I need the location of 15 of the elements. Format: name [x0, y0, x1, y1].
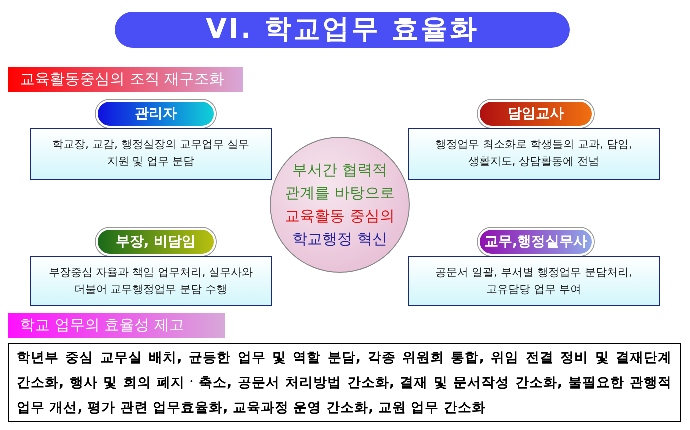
text-box: 부장중심 자율과 책임 업무처리, 실무사와 더불어 교무행정업무 분담 수행	[30, 256, 272, 306]
heading-pill: 교무,행정실무사	[478, 228, 594, 256]
heading-pill: 관리자	[96, 100, 216, 128]
text-box: 학교장, 교감, 행정실장의 교무업무 실무 지원 및 업무 분담	[30, 128, 272, 180]
text-box: 공문서 일괄, 부서별 행정업무 분담처리, 고유담당 업무 부여	[408, 256, 660, 306]
heading-pill: 부장, 비담임	[96, 228, 216, 256]
text-box: 학년부 중심 교무실 배치, 균등한 업무 및 역할 분담, 각종 위원회 통합, 위임 전결 정비 및 결재단계 간소화, 행사 및 회의 폐지ㆍ축소, 공문서 처리방법 간소화, 결재 및 문서작성 간소화, 불필요한 관행적 업무 개선, 평가 관련 업무효율화, 교육과정 운영 간소화, 교원 업무 간소화	[8, 343, 681, 422]
title-banner: VI. 학교업무 효율화	[115, 12, 570, 48]
text-box: 행정업무 최소화로 학생들의 교과, 담임, 생활지도, 상담활동에 전념	[408, 128, 660, 180]
heading-pill: 담임교사	[478, 100, 594, 128]
section-band: 교육활동중심의 조직 재구조화	[8, 67, 243, 92]
circle-text: 부서간 협력적 관계를 바탕으로	[285, 160, 395, 204]
circle-text: 교육활동 중심의	[285, 206, 395, 227]
circle-text: 학교행정 혁신	[292, 229, 388, 250]
section-band: 학교 업무의 효율성 제고	[8, 313, 225, 338]
